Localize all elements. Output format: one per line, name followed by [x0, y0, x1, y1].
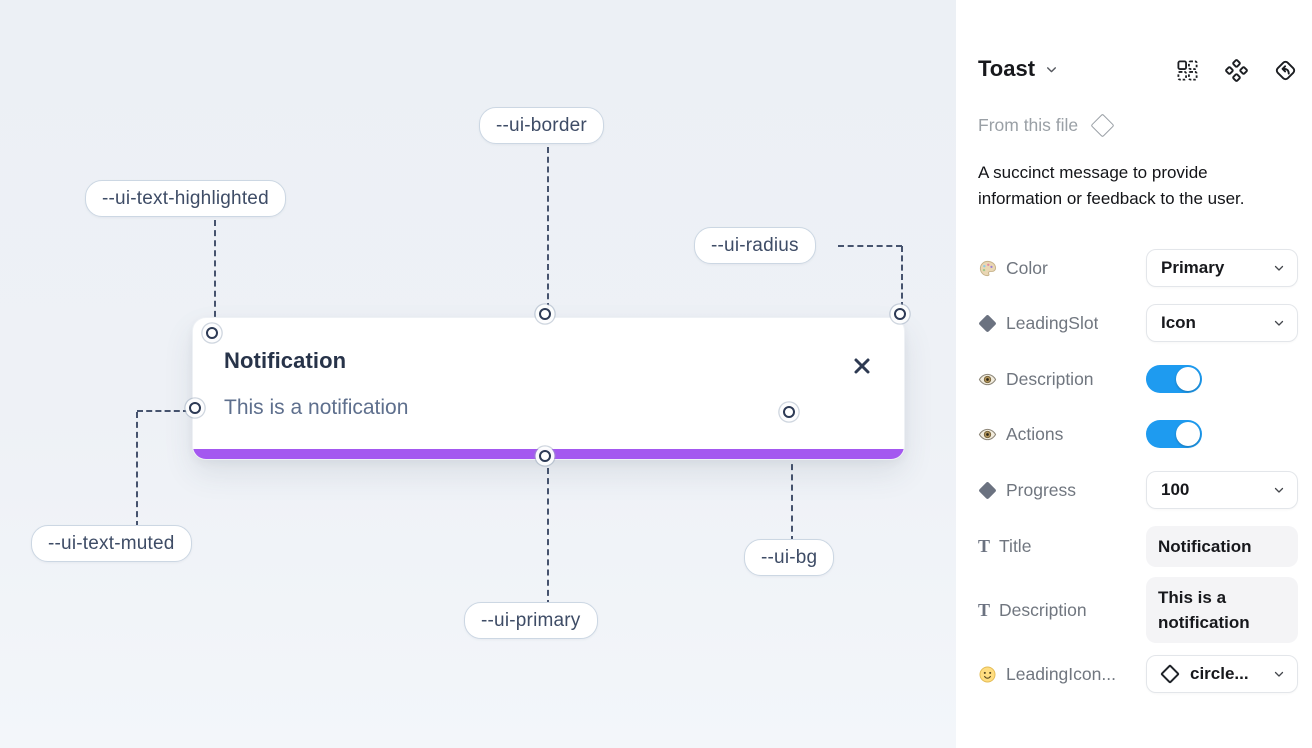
connector-line-primary [547, 468, 549, 606]
property-label: Color [1006, 257, 1048, 278]
smiley-icon [979, 666, 996, 682]
eye-icon [978, 428, 997, 440]
property-row-progress: Progress 100 [978, 471, 1298, 509]
var-pill-ui-bg[interactable]: --ui-bg [744, 539, 835, 576]
property-label: Description [999, 599, 1087, 620]
connector-line-text-muted-v [136, 412, 138, 527]
var-pill-ui-radius[interactable]: --ui-radius [694, 227, 816, 264]
dropdown-value: Icon [1161, 313, 1196, 332]
connector-dot-bg[interactable] [783, 406, 795, 418]
diamond-icon [978, 480, 997, 500]
property-row-description-text: T Description This is a notification [978, 577, 1298, 643]
chevron-down-icon [1274, 320, 1284, 326]
title-text-field[interactable]: Notification [1146, 525, 1298, 567]
leadingslot-dropdown[interactable]: Icon [1146, 304, 1298, 342]
diamond-icon [978, 313, 997, 333]
chevron-down-icon [1047, 66, 1057, 72]
chevron-down-icon [1274, 265, 1284, 271]
dropdown-value: 100 [1161, 480, 1190, 499]
connector-line-text-muted-h [137, 410, 189, 412]
progress-dropdown[interactable]: 100 [1146, 471, 1298, 509]
connector-dot-primary[interactable] [539, 450, 551, 462]
go-to-main-component-icon[interactable] [1274, 59, 1297, 82]
property-row-leadingicon: LeadingIcon... circle... [978, 655, 1298, 693]
text-icon: T [978, 599, 991, 620]
property-row-actions-toggle: Actions [978, 415, 1298, 453]
palette-icon [979, 260, 997, 276]
property-row-description-toggle: Description [978, 360, 1298, 398]
description-toggle[interactable] [1146, 365, 1202, 393]
canvas[interactable]: Notification This is a notification --ui… [0, 0, 956, 748]
source-label: From this file [978, 115, 1079, 135]
text-icon: T [978, 535, 991, 556]
dropdown-value: circle... [1190, 664, 1249, 683]
description-text-field[interactable]: This is a notification [1146, 577, 1298, 643]
property-row-leadingslot: LeadingSlot Icon [978, 304, 1298, 342]
eye-icon [978, 373, 997, 385]
toggle-knob [1176, 367, 1200, 391]
property-label: Progress [1006, 479, 1077, 500]
close-icon[interactable] [850, 354, 874, 378]
color-dropdown[interactable]: Primary [1146, 249, 1298, 287]
var-pill-ui-text-muted[interactable]: --ui-text-muted [31, 525, 192, 562]
properties-panel: Toast [956, 0, 1312, 748]
component-diamond-icon [1090, 113, 1115, 138]
connector-line-radius-h [838, 245, 902, 247]
connector-line-bg [791, 423, 793, 542]
connector-line-radius-v [901, 246, 903, 308]
property-label: Description [1006, 368, 1094, 389]
property-label: LeadingSlot [1006, 312, 1099, 333]
connector-dot-text-highlighted[interactable] [206, 327, 218, 339]
toast-description: This is a notification [224, 396, 409, 419]
component-description: A succinct message to provide informatio… [978, 163, 1245, 208]
chevron-down-icon [1274, 671, 1284, 677]
toast-title: Notification [224, 348, 347, 373]
var-pill-ui-text-highlighted[interactable]: --ui-text-highlighted [85, 180, 286, 217]
connector-line-border [547, 147, 549, 309]
connector-dot-radius[interactable] [894, 308, 906, 320]
component-title: Toast [978, 56, 1036, 81]
dropdown-value: Primary [1161, 258, 1225, 277]
toast-component-preview[interactable]: Notification This is a notification [192, 317, 905, 460]
var-pill-ui-primary[interactable]: --ui-primary [464, 602, 598, 639]
property-label: Actions [1006, 423, 1064, 444]
property-label: Title [999, 535, 1032, 556]
toggle-knob [1176, 422, 1200, 446]
property-row-color: Color Primary [978, 249, 1298, 287]
source-row: From this file [978, 113, 1115, 138]
connector-line-text-highlighted [214, 220, 216, 327]
connector-dot-text-muted[interactable] [189, 402, 201, 414]
leadingicon-dropdown[interactable]: circle... [1146, 655, 1298, 693]
var-pill-ui-border[interactable]: --ui-border [479, 107, 604, 144]
actions-toggle[interactable] [1146, 420, 1202, 448]
component-title-dropdown[interactable]: Toast [978, 56, 1058, 82]
instance-diamond-icon [1160, 664, 1180, 684]
chevron-down-icon [1274, 487, 1284, 493]
property-row-title: T Title Notification [978, 525, 1298, 567]
connector-dot-border[interactable] [539, 308, 551, 320]
component-icon[interactable] [1225, 59, 1248, 82]
property-label: LeadingIcon... [1006, 663, 1116, 684]
dashed-grid-icon[interactable] [1176, 59, 1199, 82]
